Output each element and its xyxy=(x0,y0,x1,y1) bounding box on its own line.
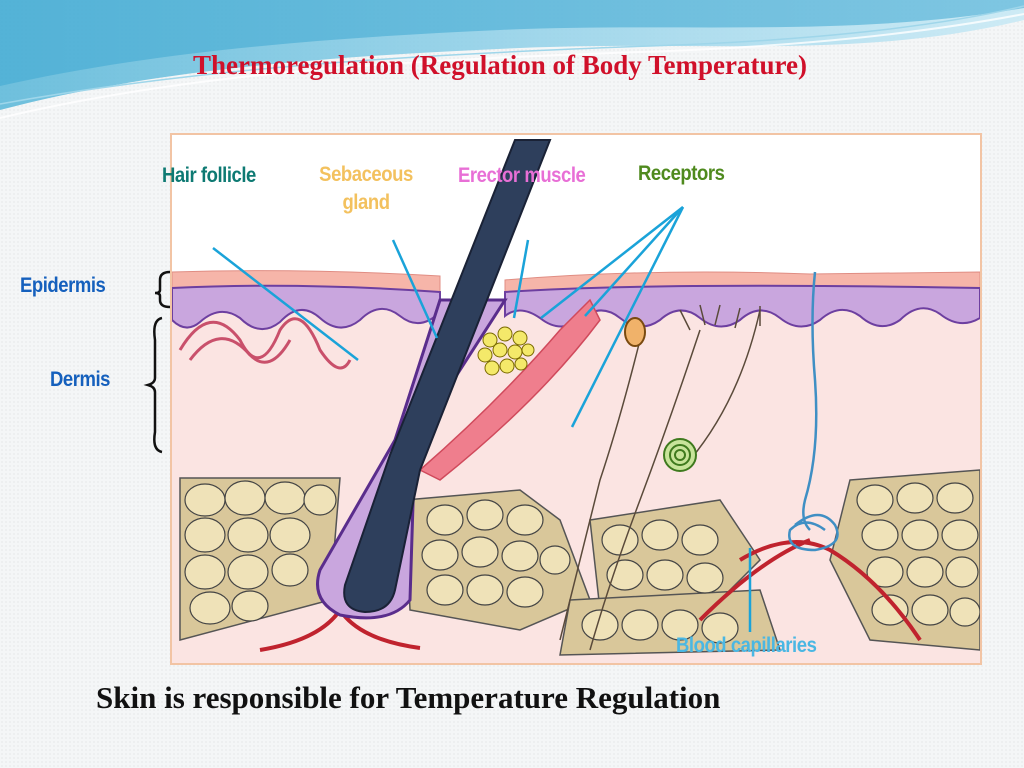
pacinian-corpuscle xyxy=(663,438,697,472)
slide-caption: Skin is responsible for Temperature Regu… xyxy=(96,680,721,715)
sebaceous-gland xyxy=(477,326,535,376)
pointer-lines xyxy=(212,206,752,632)
sweat-gland xyxy=(788,271,839,552)
header-wave-decoration xyxy=(0,0,1024,119)
capillary-loops xyxy=(178,317,352,370)
slide-title: Thermoregulation (Regulation of Body Tem… xyxy=(193,50,807,80)
label-dermis: Dermis xyxy=(50,368,111,391)
label-receptors: Receptors xyxy=(638,162,725,185)
erector-muscle xyxy=(418,298,601,481)
label-blood-capillaries: Blood capillaries xyxy=(676,634,817,657)
hair-shaft xyxy=(343,139,552,614)
layer-braces xyxy=(143,270,171,454)
nerve-fibers xyxy=(559,304,761,651)
label-sebaceous-gland: Sebaceous gland xyxy=(319,163,413,214)
label-epidermis: Epidermis xyxy=(20,274,106,297)
label-hair-follicle: Hair follicle xyxy=(162,164,256,187)
label-erector-muscle: Erector muscle xyxy=(458,164,586,187)
receptor-bulb xyxy=(624,317,646,347)
basal-layer xyxy=(172,284,441,330)
